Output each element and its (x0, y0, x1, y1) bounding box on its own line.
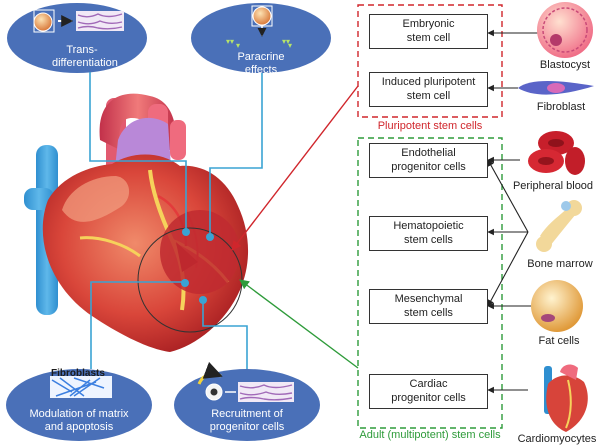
paracrine-label: Paracrine effects (237, 51, 285, 76)
induced-pluripotent-box: Induced pluripotent stem cell (369, 72, 488, 107)
dot-recruitment (199, 296, 207, 304)
peripheral-blood-label: Peripheral blood (512, 180, 594, 192)
connector-lines (89, 72, 263, 369)
fibroblasts-label: Fibroblasts (51, 368, 105, 379)
oval-trans-differentiation (7, 3, 147, 73)
embryonic-stem-cell-box: Embryonic stem cell (369, 14, 488, 49)
recruitment-label: Recruitment of progenitor cells (209, 408, 285, 433)
dot-paracrine (206, 233, 214, 241)
cardiac-progenitor-box: Cardiac progenitor cells (369, 374, 488, 409)
fat-cells-label: Fat cells (538, 335, 580, 347)
cardiomyocytes-label: Cardiomyocytes (517, 433, 597, 445)
blastocyst-label: Blastocyst (539, 59, 591, 71)
svg-text:▾▾: ▾▾ (226, 37, 234, 46)
adult-group-border (357, 137, 503, 429)
adult-group-label: Adult (multipotent) stem cells (359, 429, 501, 441)
pluripotent-group-label: Pluripotent stem cells (377, 120, 483, 132)
bone-marrow-label: Bone marrow (527, 258, 593, 270)
svg-text:▾: ▾ (288, 41, 292, 50)
heart-illustration (24, 93, 249, 352)
mesenchymal-stem-box: Mesenchymal stem cells (369, 289, 488, 324)
pluripotent-arrow (231, 85, 359, 251)
trans-differentiation-label: Trans- differentiation (52, 44, 118, 69)
endothelial-progenitor-box: Endothelial progenitor cells (369, 143, 488, 178)
svg-text:▾▾: ▾▾ (282, 37, 290, 46)
pluripotent-group-border (357, 4, 503, 118)
oval-modulation (6, 369, 152, 441)
cardiomyocytes-icon (544, 364, 588, 432)
adult-arrow (239, 279, 359, 369)
hematopoietic-stem-box: Hematopoietic stem cells (369, 216, 488, 251)
dot-modulation (181, 279, 189, 287)
blastocyst-icon (537, 2, 593, 58)
modulation-label: Modulation of matrix and apoptosis (29, 408, 129, 433)
oval-paracrine: ▾▾ ▾ ▾▾ ▾ (191, 3, 331, 73)
fibroblast-icon (518, 81, 594, 95)
dot-trans (182, 228, 190, 236)
fat-cell-icon (531, 280, 583, 332)
fibroblast-label: Fibroblast (536, 101, 586, 113)
source-arrows (487, 29, 538, 394)
red-blood-cells-icon (528, 131, 585, 175)
bone-marrow-icon (536, 200, 582, 252)
svg-text:▾: ▾ (236, 41, 240, 50)
oval-recruitment (174, 361, 320, 441)
